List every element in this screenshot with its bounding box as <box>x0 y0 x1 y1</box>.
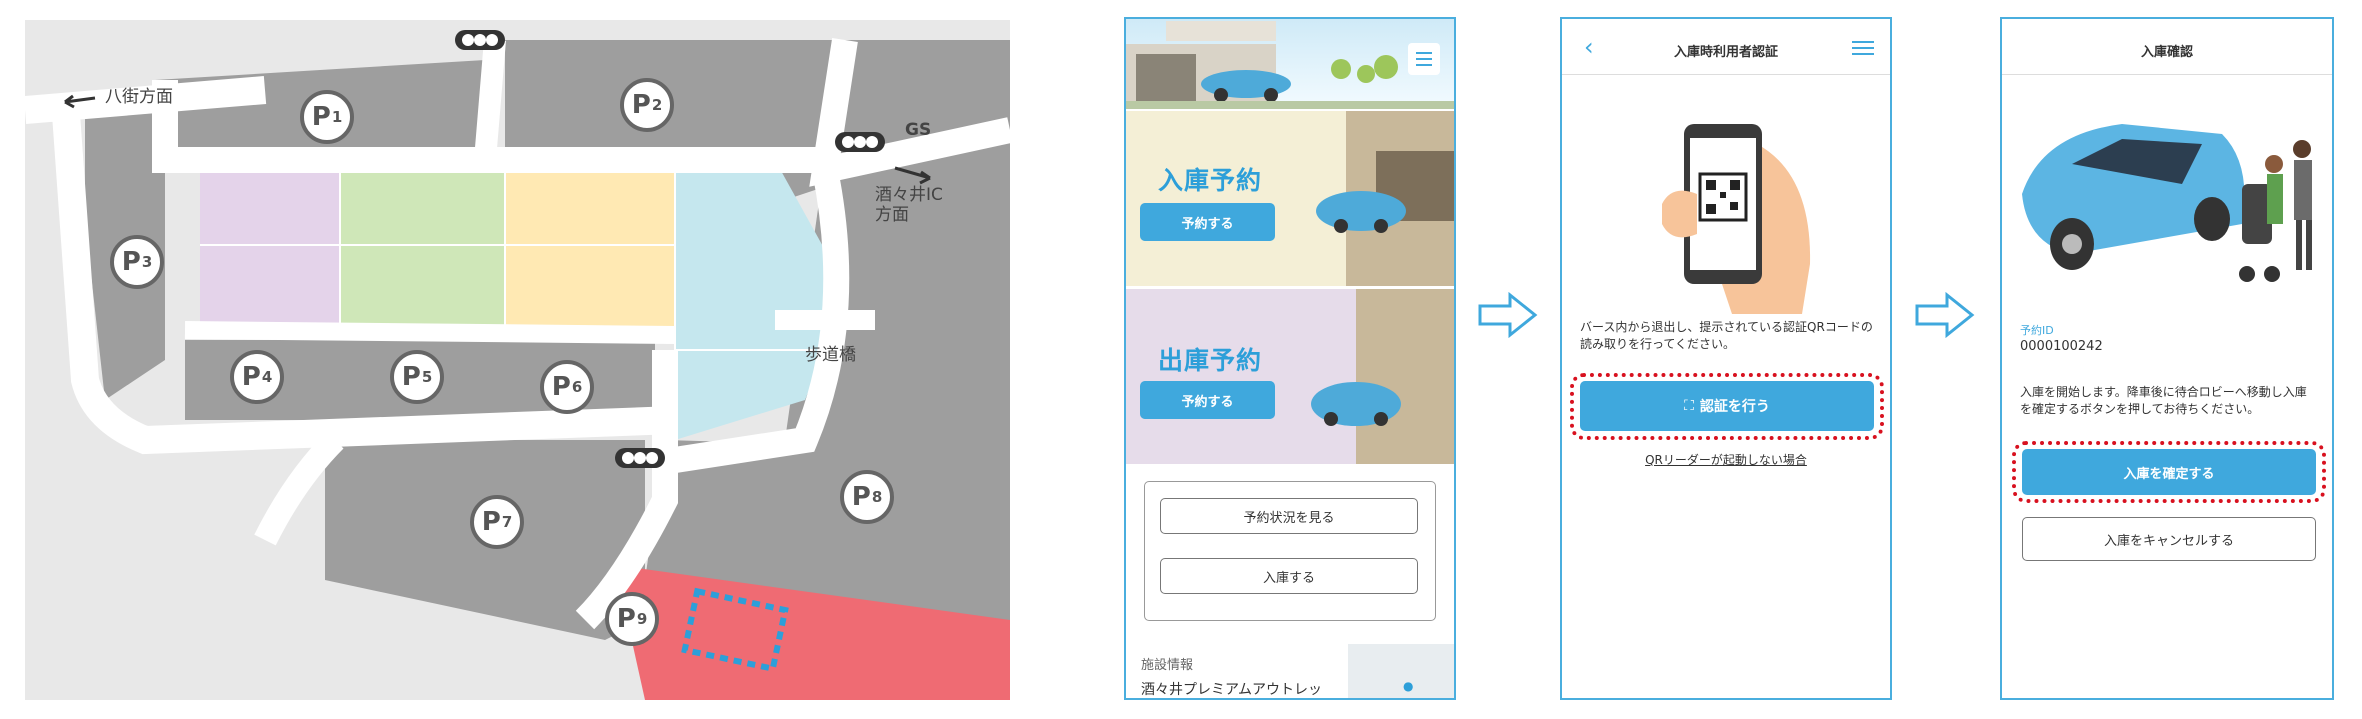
arrow-right-icon <box>1915 292 1975 338</box>
exit-title: 出庫予約 <box>1158 346 1263 375</box>
back-chevron-icon[interactable]: ‹ <box>1584 33 1594 61</box>
cancel-entry-button[interactable]: 入庫をキャンセルする <box>2022 517 2316 561</box>
label-shisui-ic: 酒々井IC 方面 <box>875 185 943 225</box>
menu-icon[interactable] <box>1408 43 1440 75</box>
entry-title: 入庫予約 <box>1158 166 1263 195</box>
map-graphic <box>25 30 1010 700</box>
label-yachimata: 八街方面 <box>105 87 173 107</box>
confirm-entry-button[interactable]: 入庫を確定する <box>2022 449 2316 495</box>
header-bar: ‹ 入庫時利用者認証 <box>1562 19 1890 75</box>
phone-qr-illustration-icon <box>1662 124 1811 314</box>
reservation-id-label: 予約ID <box>2020 324 2054 337</box>
facility-label: 施設情報 <box>1141 658 1194 673</box>
scan-icon: ⛶ <box>1684 398 1694 414</box>
header-illustration <box>1126 19 1454 109</box>
reservation-id-value: 0000100242 <box>2020 339 2103 354</box>
arrow-right-icon <box>1478 292 1538 338</box>
action-card: 予約状況を見る 入庫する <box>1144 481 1436 621</box>
exit-reserve-button[interactable]: 予約する <box>1140 381 1275 419</box>
screen-user-authentication: ‹ 入庫時利用者認証 バース内から退出し、提示されている認証QRコードの読み取り… <box>1560 17 1892 700</box>
page-title: 入庫確認 <box>2140 45 2193 60</box>
entry-reservation-panel: 入庫予約 予約する <box>1126 111 1454 286</box>
authenticate-button[interactable]: ⛶ 認証を行う <box>1580 381 1874 431</box>
confirmation-message: 入庫を開始します。降車後に待合ロビーへ移動し入庫を確定するボタンを押してお待ちく… <box>2020 385 2307 416</box>
exit-reservation-panel: 出庫予約 予約する <box>1126 289 1454 464</box>
qr-reader-help-link[interactable]: QRリーダーが起動しない場合 <box>1645 453 1807 467</box>
instruction-text: バース内から退出し、提示されている認証QRコードの読み取りを行ってください。 <box>1580 320 1873 351</box>
car-exit-icon <box>1311 289 1454 464</box>
page-title: 入庫時利用者認証 <box>1673 45 1778 60</box>
screen-entry-confirmation: 入庫確認 予約ID 0000100242 入庫を開始します。降車後に待合ロビーへ… <box>2000 17 2334 700</box>
view-status-button[interactable]: 予約状況を見る <box>1160 498 1418 534</box>
highlight-frame <box>2012 441 2326 503</box>
screen-reservation-menu: 入庫予約 予約する 出庫予約 予約する 予約状況を見る 入庫する 施設情報 酒々… <box>1124 17 1456 700</box>
facility-map-thumbnail[interactable]: ● <box>1348 644 1454 698</box>
label-gs: GS <box>905 120 932 140</box>
header-bar: 入庫確認 <box>2002 19 2332 75</box>
enter-button[interactable]: 入庫する <box>1160 558 1418 594</box>
label-hodokyo: 歩道橋 <box>805 345 856 365</box>
menu-icon[interactable] <box>1852 41 1874 55</box>
facility-name[interactable]: 酒々井プレミアムアウトレッ <box>1141 682 1323 698</box>
highlight-frame <box>1570 373 1884 440</box>
car-family-illustration-icon <box>2022 124 2312 282</box>
entry-reserve-button[interactable]: 予約する <box>1140 203 1275 241</box>
car-entry-icon <box>1316 111 1454 286</box>
map-pin-icon: ● <box>1403 679 1414 693</box>
parking-building-icon <box>1126 21 1454 109</box>
